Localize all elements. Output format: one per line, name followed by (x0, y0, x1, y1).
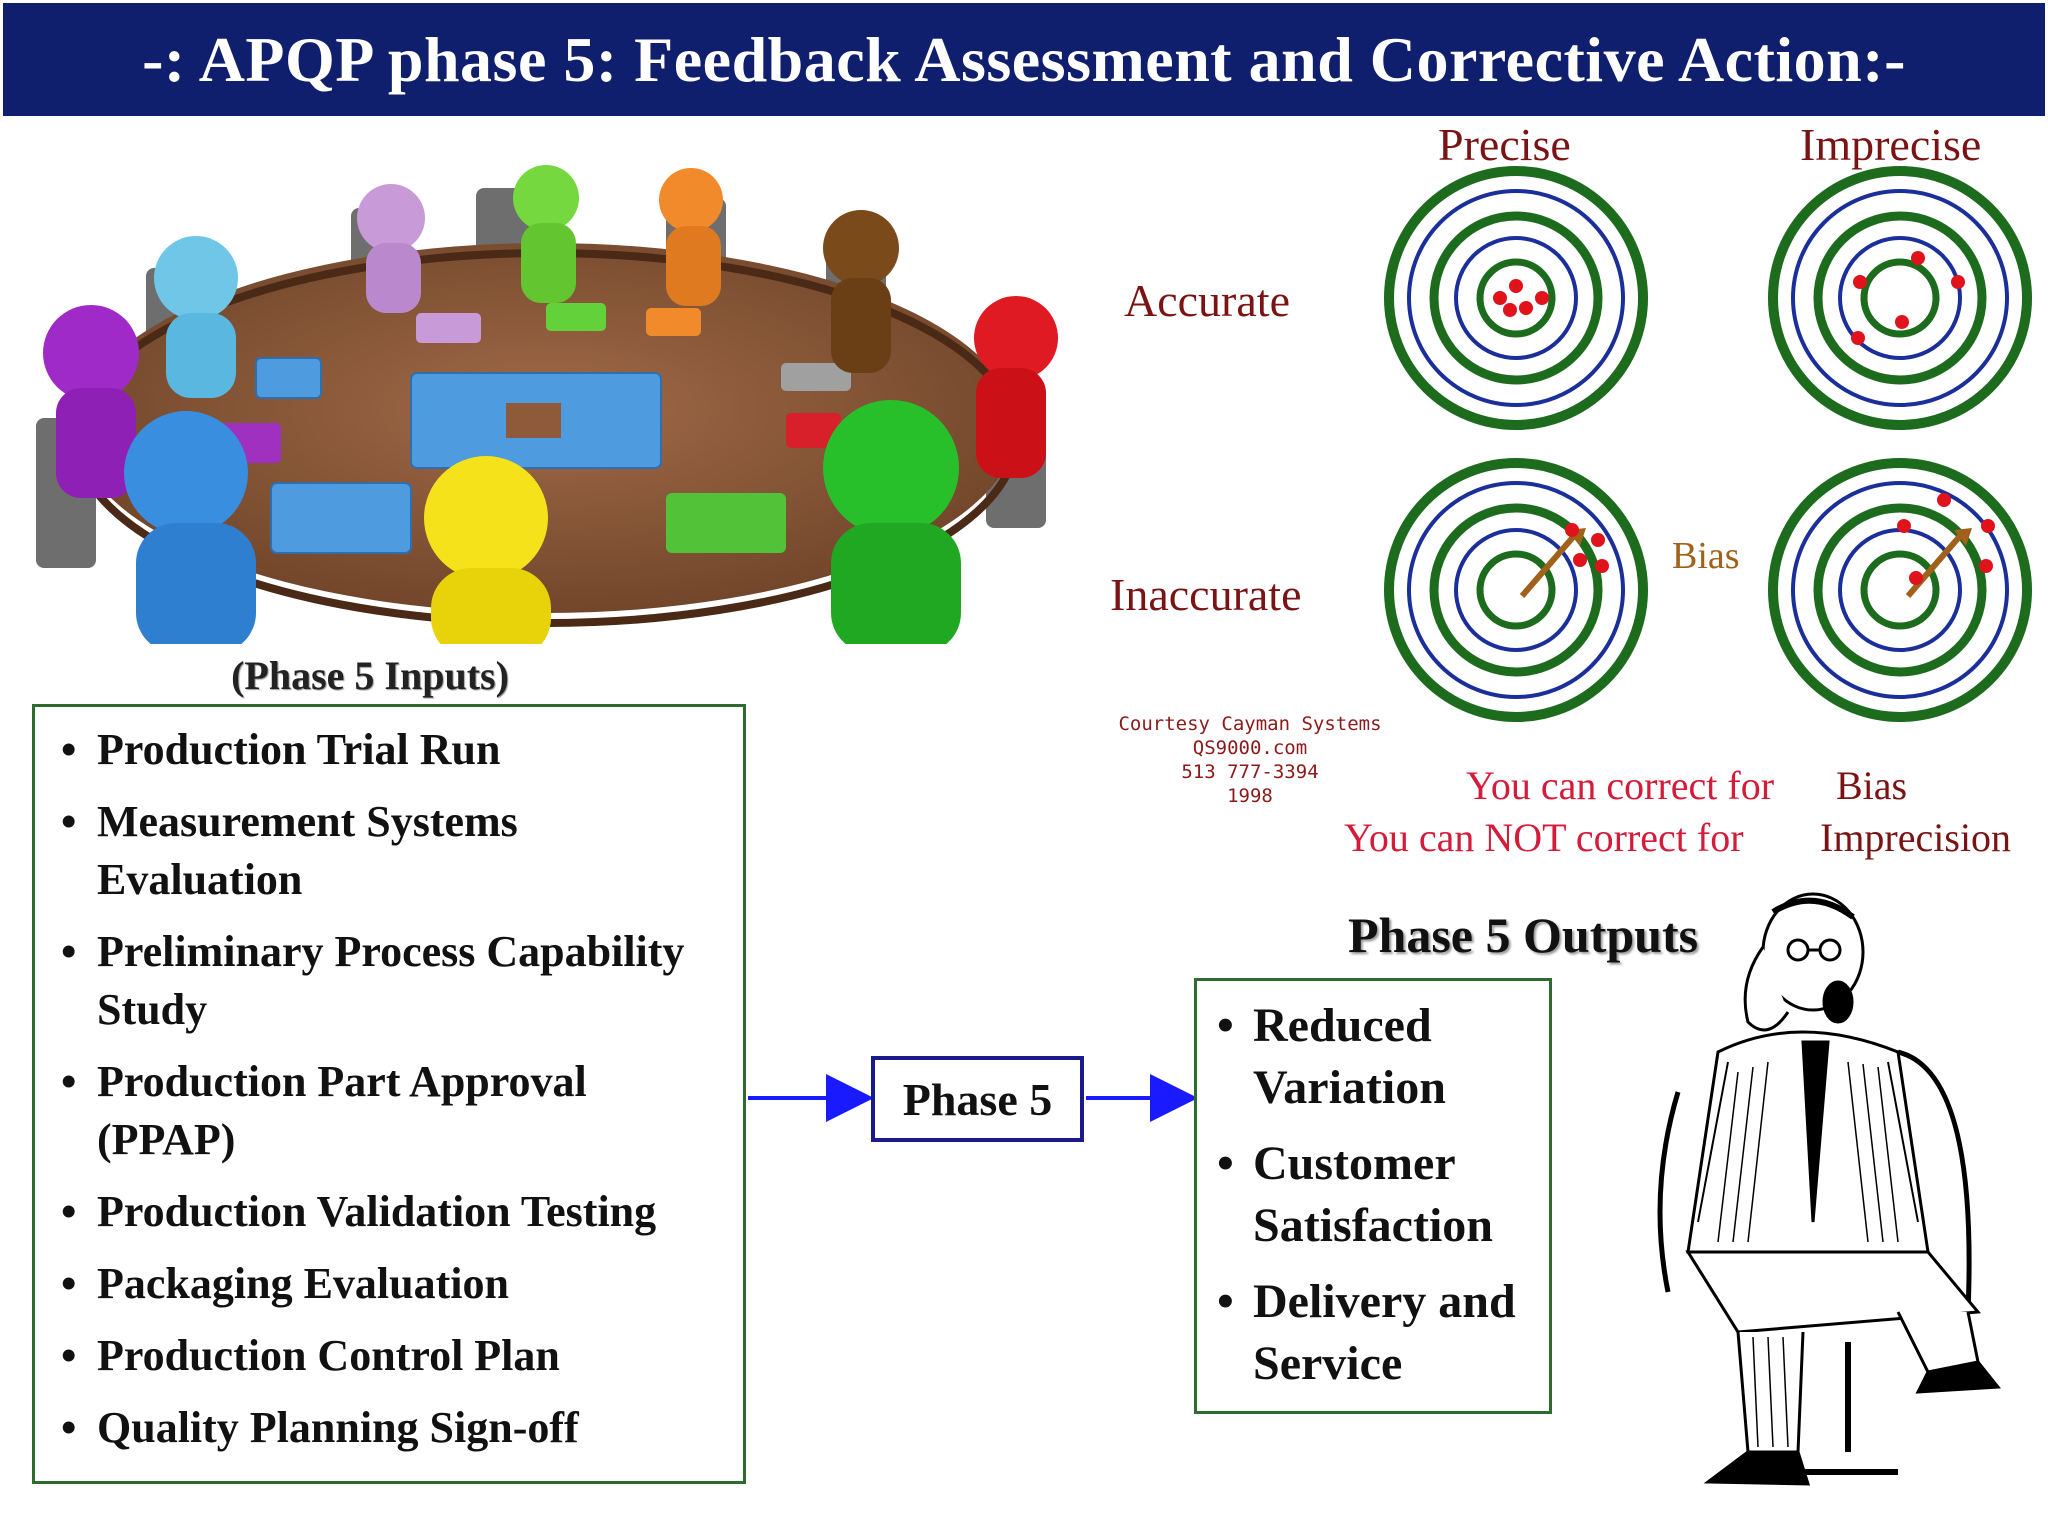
courtesy-line: Courtesy Cayman Systems (1118, 713, 1382, 735)
list-item: Customer Satisfaction (1211, 1133, 1541, 1257)
courtesy-line: 1998 (1227, 785, 1273, 807)
courtesy-note: Courtesy Cayman Systems QS9000.com 513 7… (1090, 712, 1410, 808)
label-imprecise: Imprecise (1800, 119, 1982, 170)
page-title: -: APQP phase 5: Feedback Assessment and… (142, 23, 1906, 95)
target-accurate-imprecise (1768, 166, 2032, 430)
target-accurate-precise (1384, 166, 1648, 430)
outputs-title: Phase 5 Outputs (1348, 907, 1699, 963)
label-accurate: Accurate (1124, 275, 1290, 326)
target-inaccurate-imprecise (1768, 458, 2032, 722)
inputs-caption: (Phase 5 Inputs) (231, 653, 509, 698)
list-item: Production Trial Run (55, 721, 733, 779)
list-item: Production Control Plan (55, 1327, 733, 1385)
outputs-list: Reduced Variation Customer Satisfaction … (1197, 981, 1549, 1395)
phase-box: Phase 5 (871, 1056, 1084, 1142)
title-bar: -: APQP phase 5: Feedback Assessment and… (3, 3, 2045, 116)
label-inaccurate: Inaccurate (1110, 569, 1302, 620)
label-bias: Bias (1672, 535, 1740, 577)
courtesy-line: 513 777-3394 (1181, 761, 1319, 783)
outputs-box: Reduced Variation Customer Satisfaction … (1194, 978, 1552, 1414)
list-item: Quality Planning Sign-off (55, 1399, 733, 1457)
label-precise: Precise (1438, 119, 1571, 170)
note-can-correct: You can correct for (1466, 763, 1775, 808)
note-can-correct-target: Bias (1836, 763, 1908, 808)
note-cannot-correct-target: Imprecision (1820, 815, 2012, 860)
phase-label: Phase 5 (902, 1073, 1053, 1125)
courtesy-line: QS9000.com (1192, 737, 1308, 759)
businessman-illustration (1657, 892, 2001, 1486)
list-item: Packaging Evaluation (55, 1255, 733, 1313)
target-inaccurate-precise (1384, 458, 1648, 722)
list-item: Production Part Approval (PPAP) (55, 1053, 733, 1169)
list-item: Delivery and Service (1211, 1271, 1541, 1395)
meeting-illustration (36, 165, 1058, 644)
inputs-box: Production Trial Run Measurement Systems… (32, 704, 746, 1484)
note-cannot-correct: You can NOT correct for (1344, 815, 1744, 860)
list-item: Preliminary Process Capability Study (55, 923, 733, 1039)
list-item: Production Validation Testing (55, 1183, 733, 1241)
list-item: Reduced Variation (1211, 995, 1541, 1119)
list-item: Measurement Systems Evaluation (55, 793, 733, 909)
inputs-list: Production Trial Run Measurement Systems… (35, 707, 743, 1457)
